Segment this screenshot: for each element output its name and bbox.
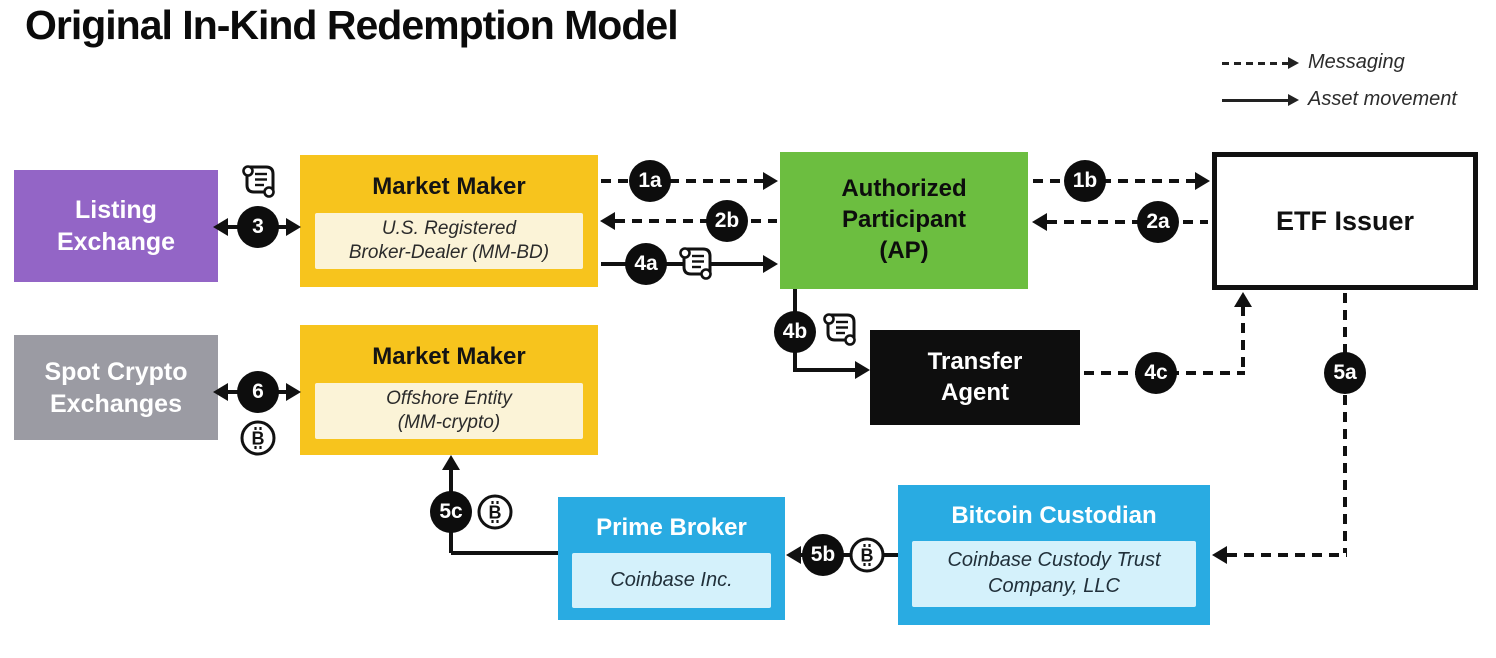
node-market-maker-crypto: Market Maker Offshore Entity (MM-crypto) bbox=[300, 325, 598, 455]
svg-text:B: B bbox=[861, 546, 874, 566]
svg-text:B: B bbox=[252, 429, 265, 449]
arrow-2a-arrowhead-icon bbox=[1032, 213, 1047, 231]
arrow-1b-line bbox=[1033, 179, 1196, 183]
step-badge-1b: 1b bbox=[1064, 160, 1106, 202]
step-badge-5a: 5a bbox=[1324, 352, 1366, 394]
arrow-5a-line-vertical bbox=[1343, 293, 1347, 553]
step-badge-6: 6 bbox=[237, 371, 279, 413]
step-badge-2b: 2b bbox=[706, 200, 748, 242]
listing-exchange-label: Listing Exchange bbox=[56, 196, 176, 256]
legend-messaging-label: Messaging bbox=[1308, 51, 1405, 73]
step-badge-5c: 5c bbox=[430, 491, 472, 533]
node-listing-exchange: Listing Exchange bbox=[14, 170, 218, 282]
arrow-6-arrowhead-left-icon bbox=[213, 383, 228, 401]
etf-issuer-label: ETF Issuer bbox=[1275, 205, 1415, 236]
transfer-agent-label: Transfer Agent bbox=[927, 347, 1023, 406]
node-authorized-participant: Authorized Participant (AP) bbox=[780, 152, 1028, 289]
legend-asset-line bbox=[1222, 99, 1290, 102]
step-badge-4b: 4b bbox=[774, 311, 816, 353]
node-transfer-agent: Transfer Agent bbox=[870, 330, 1080, 425]
arrow-4b-arrowhead-icon bbox=[855, 361, 870, 379]
node-etf-issuer: ETF Issuer bbox=[1212, 152, 1478, 290]
authorized-participant-label: Authorized Participant (AP) bbox=[841, 175, 967, 264]
prime-broker-title: Prime Broker bbox=[596, 514, 747, 541]
scroll-icon bbox=[235, 160, 279, 209]
bitcoin-icon: B bbox=[239, 419, 277, 462]
bitcoin-custodian-title: Bitcoin Custodian bbox=[951, 502, 1157, 529]
arrow-5b-arrowhead-icon bbox=[786, 546, 801, 564]
arrow-6-arrowhead-right-icon bbox=[286, 383, 301, 401]
node-market-maker-bd: Market Maker U.S. Registered Broker-Deal… bbox=[300, 155, 598, 287]
arrow-5c-line-horizontal bbox=[451, 551, 558, 555]
arrow-4c-arrowhead-icon bbox=[1234, 292, 1252, 307]
svg-text:B: B bbox=[489, 503, 502, 523]
node-prime-broker: Prime Broker Coinbase Inc. bbox=[558, 497, 785, 620]
legend-asset-arrowhead-icon bbox=[1288, 94, 1299, 106]
arrow-2b-arrowhead-icon bbox=[600, 212, 615, 230]
step-badge-1a: 1a bbox=[629, 160, 671, 202]
bitcoin-icon: B bbox=[476, 493, 514, 536]
legend-messaging-arrowhead-icon bbox=[1288, 57, 1299, 69]
arrow-2b-line bbox=[615, 219, 777, 223]
step-badge-4a: 4a bbox=[625, 243, 667, 285]
prime-broker-subtitle: Coinbase Inc. bbox=[572, 553, 771, 608]
bitcoin-custodian-subtitle: Coinbase Custody Trust Company, LLC bbox=[912, 541, 1196, 607]
step-badge-3: 3 bbox=[237, 206, 279, 248]
market-maker-bd-title: Market Maker bbox=[372, 173, 526, 200]
legend-asset-movement-label: Asset movement bbox=[1308, 88, 1457, 110]
node-spot-crypto-exchanges: Spot Crypto Exchanges bbox=[14, 335, 218, 440]
arrow-1a-arrowhead-icon bbox=[763, 172, 778, 190]
arrow-5c-arrowhead-icon bbox=[442, 455, 460, 470]
spot-crypto-exchanges-label: Spot Crypto Exchanges bbox=[44, 357, 188, 418]
arrow-4c-line-vertical bbox=[1241, 306, 1245, 373]
scroll-icon bbox=[816, 308, 860, 357]
arrow-3-arrowhead-right-icon bbox=[286, 218, 301, 236]
arrow-5a-line-horizontal bbox=[1227, 553, 1347, 557]
market-maker-bd-subtitle: U.S. Registered Broker-Dealer (MM-BD) bbox=[315, 213, 583, 269]
bitcoin-icon: B bbox=[848, 536, 886, 579]
arrow-1b-arrowhead-icon bbox=[1195, 172, 1210, 190]
node-bitcoin-custodian: Bitcoin Custodian Coinbase Custody Trust… bbox=[898, 485, 1210, 625]
page-title: Original In-Kind Redemption Model bbox=[25, 2, 679, 48]
market-maker-crypto-subtitle: Offshore Entity (MM-crypto) bbox=[315, 383, 583, 439]
arrow-3-arrowhead-left-icon bbox=[213, 218, 228, 236]
arrow-4a-arrowhead-icon bbox=[763, 255, 778, 273]
arrow-4b-line-horizontal bbox=[793, 368, 856, 372]
arrow-1a-line bbox=[601, 179, 764, 183]
step-badge-5b: 5b bbox=[802, 534, 844, 576]
legend-messaging-line bbox=[1222, 62, 1290, 65]
step-badge-2a: 2a bbox=[1137, 201, 1179, 243]
arrow-5a-arrowhead-icon bbox=[1212, 546, 1227, 564]
market-maker-crypto-title: Market Maker bbox=[372, 343, 526, 370]
step-badge-4c: 4c bbox=[1135, 352, 1177, 394]
scroll-icon bbox=[672, 242, 716, 291]
arrow-5b-line bbox=[800, 553, 898, 557]
arrow-2a-line bbox=[1047, 220, 1208, 224]
